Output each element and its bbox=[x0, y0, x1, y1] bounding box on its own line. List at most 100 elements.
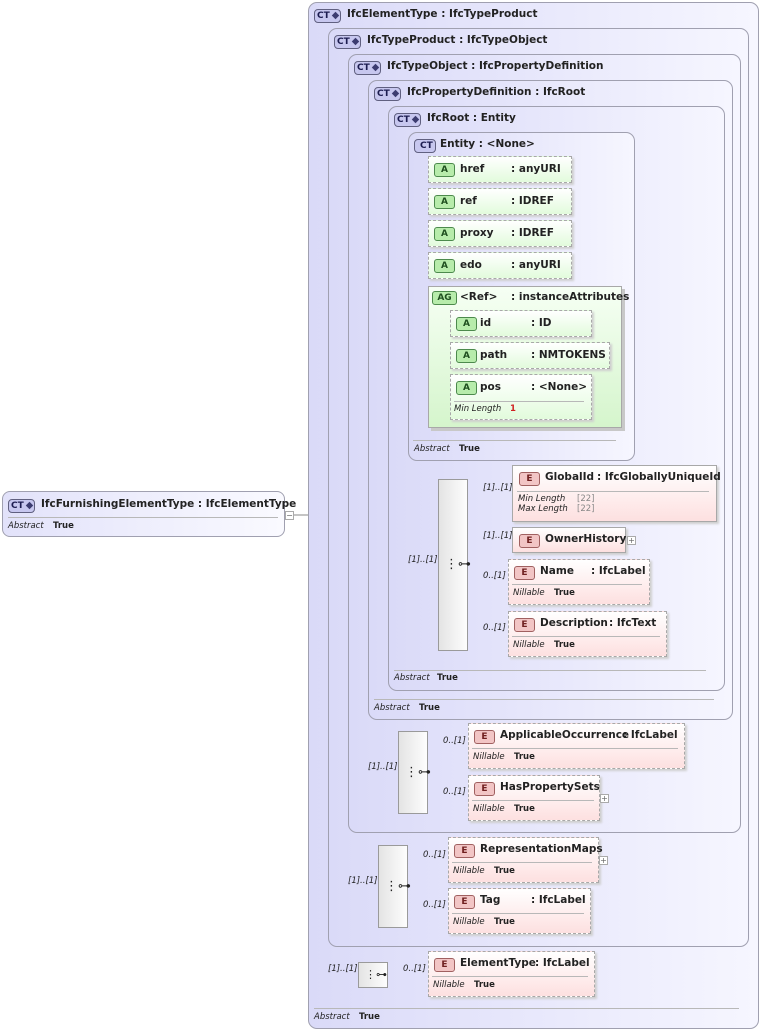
expand-icon[interactable]: + bbox=[600, 794, 609, 803]
attribute-type: : ID bbox=[531, 317, 552, 329]
element-occurrence: 0..[1] bbox=[423, 850, 446, 860]
collapse-icon[interactable]: − bbox=[285, 511, 294, 520]
type-label: IfcRoot : Entity bbox=[427, 112, 516, 124]
nillable-value: True bbox=[514, 752, 535, 762]
sequence-compositor[interactable]: ⋮⊶ bbox=[358, 962, 388, 988]
abstract-label: Abstract bbox=[8, 521, 44, 531]
attribute-href[interactable]: A href : anyURI bbox=[428, 156, 572, 183]
abstract-value: True bbox=[459, 444, 480, 454]
attribute-proxy[interactable]: A proxy : IDREF bbox=[428, 220, 572, 247]
abstract-label: Abstract bbox=[414, 444, 450, 454]
abstract-label: Abstract bbox=[374, 703, 410, 713]
attribute-ref[interactable]: A ref : IDREF bbox=[428, 188, 572, 215]
type-label: Entity : <None> bbox=[440, 138, 535, 150]
sequence-icon: ⋮⊶ bbox=[365, 968, 387, 981]
complex-type-icon: CT bbox=[414, 139, 436, 153]
element-name: OwnerHistory bbox=[545, 533, 627, 545]
attribute-name: ref bbox=[460, 195, 477, 207]
element-occurrence: 0..[1] bbox=[423, 900, 446, 910]
attribute-name: id bbox=[480, 317, 492, 329]
complex-type-icon: CT bbox=[394, 113, 421, 127]
sequence-icon: ⋮⊶ bbox=[445, 557, 471, 572]
element-occurrence: 0..[1] bbox=[443, 736, 466, 746]
facet-value: [22] bbox=[577, 504, 595, 514]
abstract-label: Abstract bbox=[314, 1012, 350, 1022]
nillable-value: True bbox=[514, 804, 535, 814]
element-name: Tag bbox=[480, 894, 501, 906]
sequence-compositor[interactable]: ⋮⊶ bbox=[398, 731, 431, 814]
attribute-group-icon: AG bbox=[432, 291, 457, 305]
abstract-value: True bbox=[419, 703, 440, 713]
element-type: : IfcLabel bbox=[535, 957, 590, 969]
element-icon: E bbox=[519, 534, 540, 548]
attribute-type: : anyURI bbox=[511, 259, 561, 271]
element-name: RepresentationMaps bbox=[480, 843, 603, 855]
element-type: : IfcLabel bbox=[531, 894, 586, 906]
attribute-icon: A bbox=[456, 317, 477, 331]
abstract-value: True bbox=[359, 1012, 380, 1022]
element-elementtype[interactable]: E ElementType : IfcLabel Nillable True bbox=[428, 951, 595, 997]
nillable-label: Nillable bbox=[473, 804, 505, 814]
element-name: ElementType bbox=[460, 957, 536, 969]
element-haspropertysets[interactable]: E HasPropertySets Nillable True bbox=[468, 775, 600, 821]
attribute-name: edo bbox=[460, 259, 482, 271]
element-icon: E bbox=[434, 958, 455, 972]
element-name: Name bbox=[540, 565, 574, 577]
complex-type-icon: CT bbox=[374, 87, 401, 101]
element-tag[interactable]: E Tag : IfcLabel Nillable True bbox=[448, 888, 591, 934]
nillable-value: True bbox=[554, 588, 575, 598]
attribute-id[interactable]: A id : ID bbox=[450, 310, 592, 337]
nillable-value: True bbox=[494, 917, 515, 927]
element-representationmaps[interactable]: E RepresentationMaps Nillable True bbox=[448, 837, 603, 883]
expand-icon[interactable]: + bbox=[627, 536, 636, 545]
nillable-value: True bbox=[494, 866, 515, 876]
element-name: Description bbox=[540, 617, 608, 629]
facet-value: [22] bbox=[577, 494, 595, 504]
attribute-type: : <None> bbox=[531, 381, 588, 393]
attribute-type: : IDREF bbox=[511, 195, 554, 207]
attribute-name: path bbox=[480, 349, 508, 361]
attribute-name: href bbox=[460, 163, 485, 175]
sequence-icon: ⋮⊶ bbox=[405, 764, 431, 780]
attribute-icon: A bbox=[434, 259, 455, 273]
complex-type-icon: CT bbox=[334, 35, 361, 49]
element-type: : IfcText bbox=[609, 617, 657, 629]
nillable-label: Nillable bbox=[433, 980, 465, 990]
attribute-edo[interactable]: A edo : anyURI bbox=[428, 252, 572, 279]
sequence-compositor[interactable]: ⋮⊶ bbox=[438, 479, 471, 651]
element-ownerhistory[interactable]: E OwnerHistory bbox=[512, 527, 626, 553]
expand-icon[interactable]: + bbox=[599, 856, 608, 865]
element-name: ApplicableOccurrence bbox=[500, 729, 630, 741]
element-occurrence: 0..[1] bbox=[403, 964, 426, 974]
nillable-label: Nillable bbox=[453, 866, 485, 876]
element-description[interactable]: E Description : IfcText Nillable True bbox=[508, 611, 667, 657]
sequence-compositor[interactable]: ⋮⊶ bbox=[378, 845, 411, 928]
root-type-label: IfcFurnishingElementType : IfcElementTyp… bbox=[41, 498, 297, 510]
element-applicableoccurrence[interactable]: E ApplicableOccurrence : IfcLabel Nillab… bbox=[468, 723, 685, 769]
element-type: : IfcGloballyUniqueId bbox=[597, 471, 721, 483]
abstract-label: Abstract bbox=[394, 673, 430, 683]
abstract-value: True bbox=[53, 521, 74, 531]
element-occurrence: 0..[1] bbox=[483, 623, 506, 633]
complex-type-icon: CT bbox=[354, 61, 381, 75]
nillable-label: Nillable bbox=[473, 752, 505, 762]
element-name-field[interactable]: E Name : IfcLabel Nillable True bbox=[508, 559, 650, 605]
element-occurrence: 0..[1] bbox=[483, 571, 506, 581]
attribute-type: : anyURI bbox=[511, 163, 561, 175]
nillable-value: True bbox=[474, 980, 495, 990]
attribute-group-name: <Ref> bbox=[460, 291, 498, 303]
sequence-occurrence: [1]..[1] bbox=[408, 555, 438, 565]
root-complex-type[interactable]: CT IfcFurnishingElementType : IfcElement… bbox=[2, 491, 296, 537]
element-name: HasPropertySets bbox=[500, 781, 600, 793]
element-name: GlobalId bbox=[545, 471, 595, 483]
nillable-label: Nillable bbox=[513, 588, 545, 598]
attribute-pos[interactable]: A pos : <None> Min Length 1 bbox=[450, 374, 592, 420]
attribute-path[interactable]: A path : NMTOKENS bbox=[450, 342, 610, 369]
sequence-icon: ⋮⊶ bbox=[385, 878, 411, 894]
type-label: IfcTypeProduct : IfcTypeObject bbox=[367, 34, 548, 46]
attribute-icon: A bbox=[434, 163, 455, 177]
element-globalid[interactable]: E GlobalId : IfcGloballyUniqueId Min Len… bbox=[512, 465, 721, 522]
element-type: : IfcLabel bbox=[591, 565, 646, 577]
type-label: IfcTypeObject : IfcPropertyDefinition bbox=[387, 60, 604, 72]
attribute-icon: A bbox=[434, 195, 455, 209]
